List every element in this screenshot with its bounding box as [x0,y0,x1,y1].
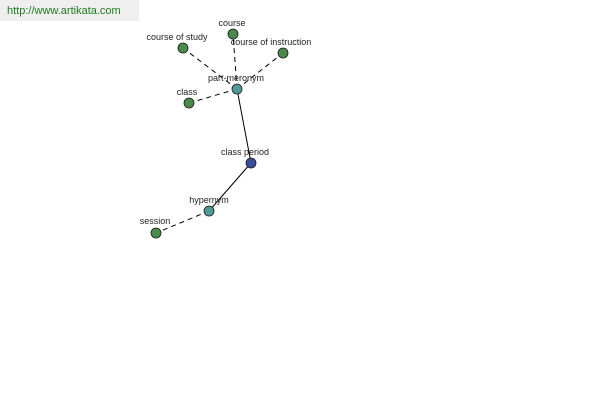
label-course[interactable]: course [218,18,245,28]
node-part-meronym[interactable] [231,83,243,95]
node-course-of-instruction[interactable] [277,47,289,59]
label-class[interactable]: class [177,87,198,97]
label-course-of-study[interactable]: course of study [146,32,208,42]
edge-part-meronym-course [232,33,238,90]
node-class[interactable] [183,97,195,109]
graph-labels: course of study course course of instruc… [140,18,312,226]
node-session[interactable] [150,227,162,239]
edge-center-hypernym [208,162,252,212]
edge-part-meronym-course-of-instruction [236,52,284,90]
label-part-meronym[interactable]: part-meronym [208,73,264,83]
graph-edges [155,33,284,234]
node-course-of-study[interactable] [177,42,189,54]
graph-nodes [150,28,289,239]
label-class-period[interactable]: class period [221,147,269,157]
label-course-of-instruction[interactable]: course of instruction [231,37,312,47]
node-course[interactable] [227,28,239,40]
site-url-link[interactable]: http://www.artikata.com [7,5,121,17]
label-session[interactable]: session [140,216,171,226]
url-banner: http://www.artikata.com [0,0,139,21]
edge-center-part-meronym [236,88,252,164]
node-hypernym[interactable] [203,205,215,217]
node-class-period[interactable] [245,157,257,169]
label-hypernym[interactable]: hypernym [189,195,229,205]
edge-hypernym-session [155,210,210,234]
edge-part-meronym-course-of-study [182,47,238,90]
